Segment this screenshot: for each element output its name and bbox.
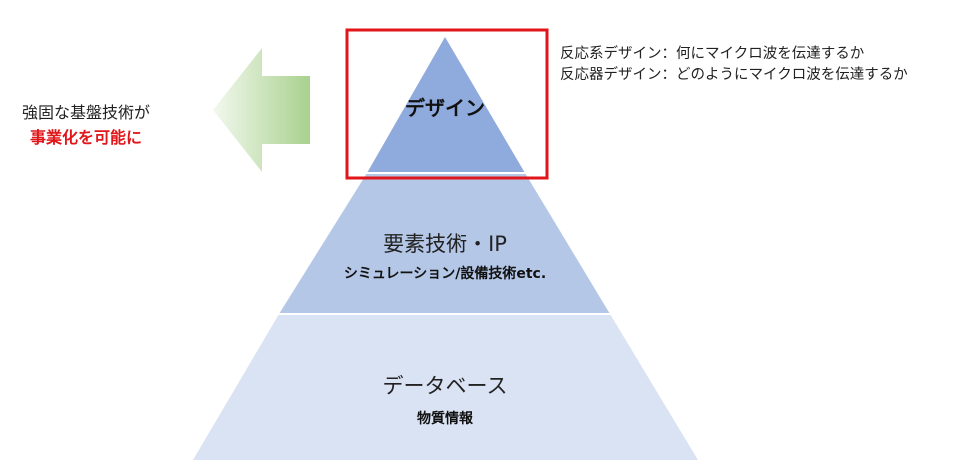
design-annotation: 反応系デザイン：何にマイクロ波を伝達するか 反応器デザイン：どのようにマイクロ波… — [560, 44, 908, 86]
left-note-emphasis: 事業化を可能に — [30, 128, 143, 147]
annotation-line: 反応器デザイン：どのようにマイクロ波を伝達するか — [560, 67, 908, 83]
pyramid-bottom-title: データベース — [382, 374, 508, 398]
pyramid-tier-top — [367, 37, 525, 173]
pyramid-middle-title: 要素技術・IP — [383, 232, 507, 256]
annotation-line: 反応系デザイン：何にマイクロ波を伝達するか — [560, 46, 865, 62]
pyramid-tier-middle — [279, 173, 610, 314]
pyramid-bottom-subtitle: 物質情報 — [417, 411, 473, 427]
highlight-box — [345, 28, 549, 180]
left-arrow-icon — [213, 48, 310, 172]
left-note-line: 強固な基盤技術が — [22, 103, 151, 122]
pyramid-middle-subtitle: シミュレーション/設備技術etc. — [343, 266, 547, 282]
pyramid-top-label: デザイン — [405, 96, 485, 120]
pyramid-tier-bottom — [193, 314, 698, 460]
left-note: 強固な基盤技術が 事業化を可能に — [22, 100, 150, 150]
